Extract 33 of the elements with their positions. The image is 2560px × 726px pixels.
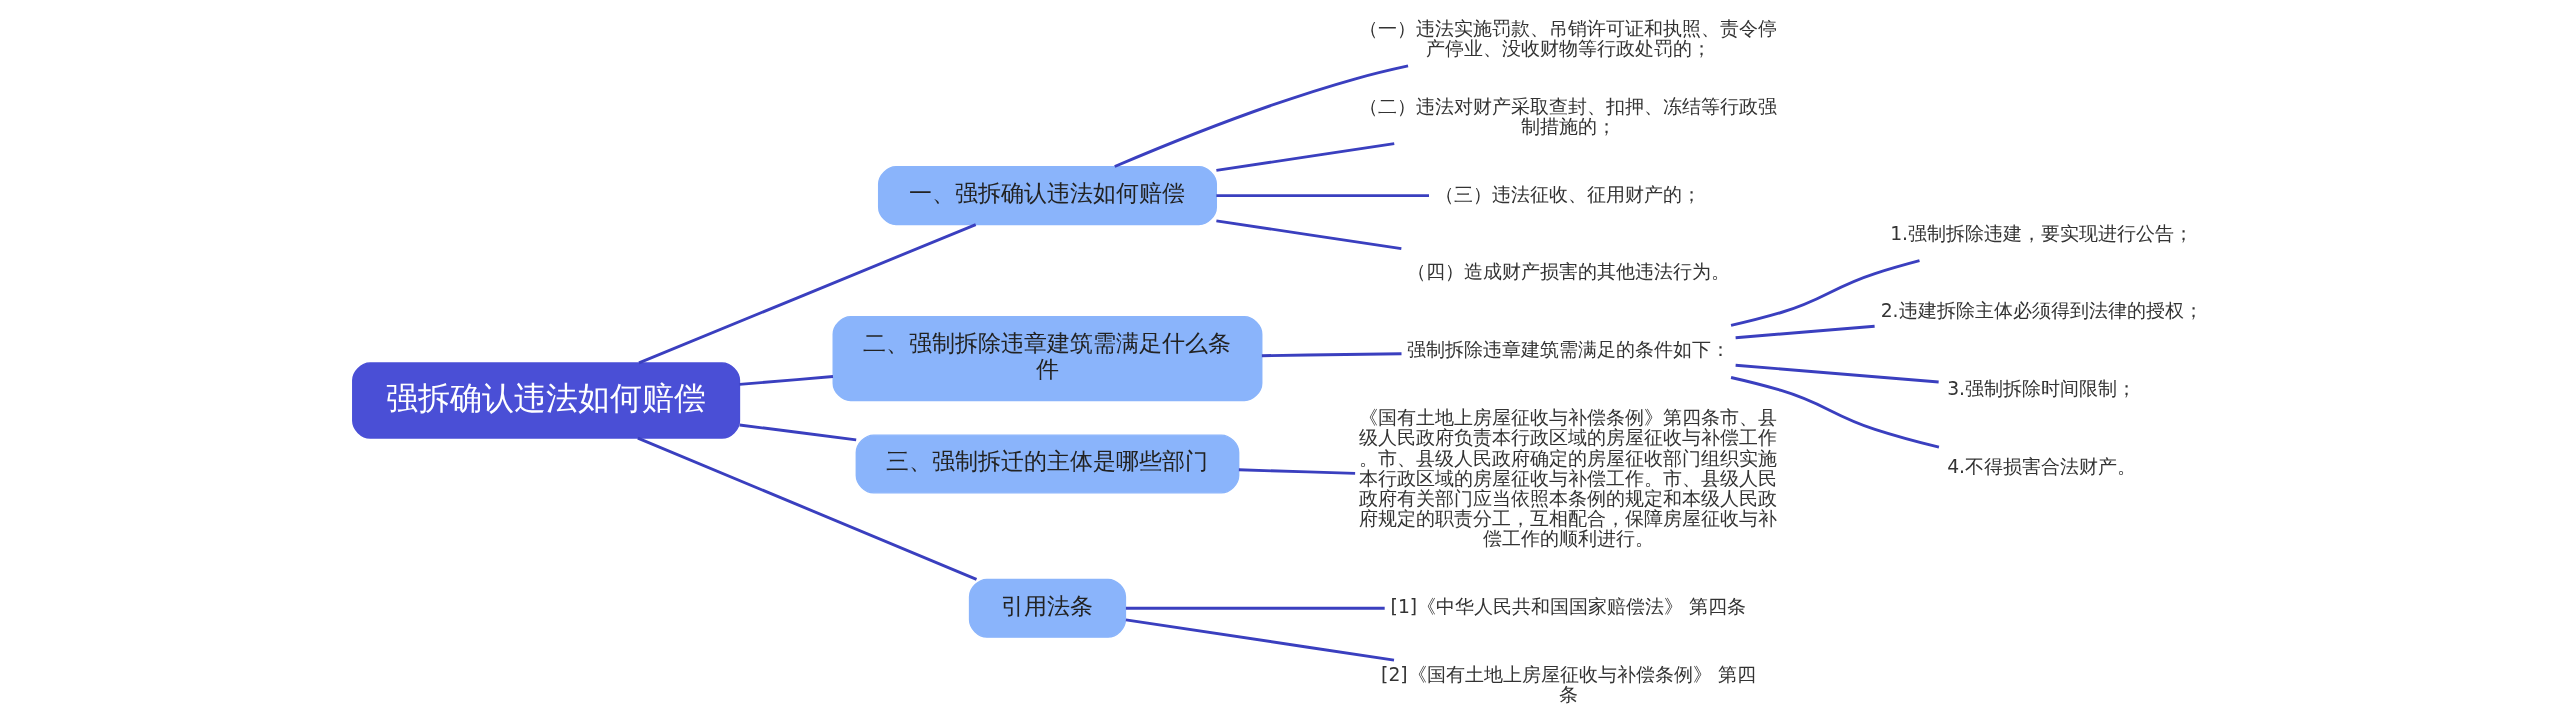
node-box: 三、强制拆迁的主体是哪些部门 — [855, 434, 1239, 494]
node-text: （四）造成财产损害的其他违法行为。 — [1406, 261, 1730, 283]
connector — [738, 375, 833, 386]
node-text: 4.不得损害合法财产。 — [1946, 456, 2136, 478]
connector — [636, 436, 977, 581]
connector — [1238, 468, 1355, 475]
node-text: 强制拆除违章建筑需满足的条件如下： — [1406, 339, 1730, 361]
node-text: （二）违法对财产采取查封、扣押、冻结等行政强制措施的； — [1358, 95, 1777, 137]
node-text: 《国有土地上房屋征收与补偿条例》第四条市、县级人民政府负责本行政区域的房屋征收与补偿工作。市、县级人民政府确定的房屋征收部门组织实施本行政区域的房屋征收与补偿工作。市、县级人民政府有关部门应当依照本条例的规定和本级人民政府规定的职责分工，互相配合，保障房屋征收与补偿工作的顺利进行。 — [1358, 407, 1777, 550]
connector — [1730, 376, 1939, 449]
connector — [738, 423, 856, 442]
connector — [1113, 64, 1408, 168]
node-box: 二、强制拆除违章建筑需满足什么条件 — [832, 316, 1262, 402]
connector — [1125, 618, 1394, 662]
node-text: 3.强制拆除时间限制； — [1946, 378, 2136, 400]
connector — [1215, 142, 1394, 172]
node-text: （三）违法征收、征用财产的； — [1434, 183, 1701, 205]
connector — [1735, 363, 1939, 384]
node-text: 2.违建拆除主体必须得到法律的授权； — [1880, 300, 2203, 322]
node-text: （一）违法实施罚款、吊销许可证和执照、责令停产停业、没收财物等行政处罚的； — [1358, 17, 1777, 59]
node-box: 一、强拆确认违法如何赔偿 — [877, 166, 1217, 226]
node-text: [2]《国有土地上房屋征收与补偿条例》 第四条 — [1380, 664, 1756, 706]
connector — [1215, 194, 1429, 198]
connector — [1730, 259, 1920, 327]
connector — [1125, 606, 1385, 610]
node-box: 引用法条 — [968, 578, 1126, 638]
node-text: 1.强制拆除违建，要实现进行公告； — [1889, 222, 2193, 244]
connector — [1215, 219, 1402, 251]
node-box: 强拆确认违法如何赔偿 — [351, 362, 740, 439]
node-text: [1]《中华人民共和国国家赔偿法》 第四条 — [1390, 596, 1746, 618]
connector — [637, 223, 976, 365]
connector — [1261, 352, 1402, 358]
connector — [1735, 324, 1875, 340]
